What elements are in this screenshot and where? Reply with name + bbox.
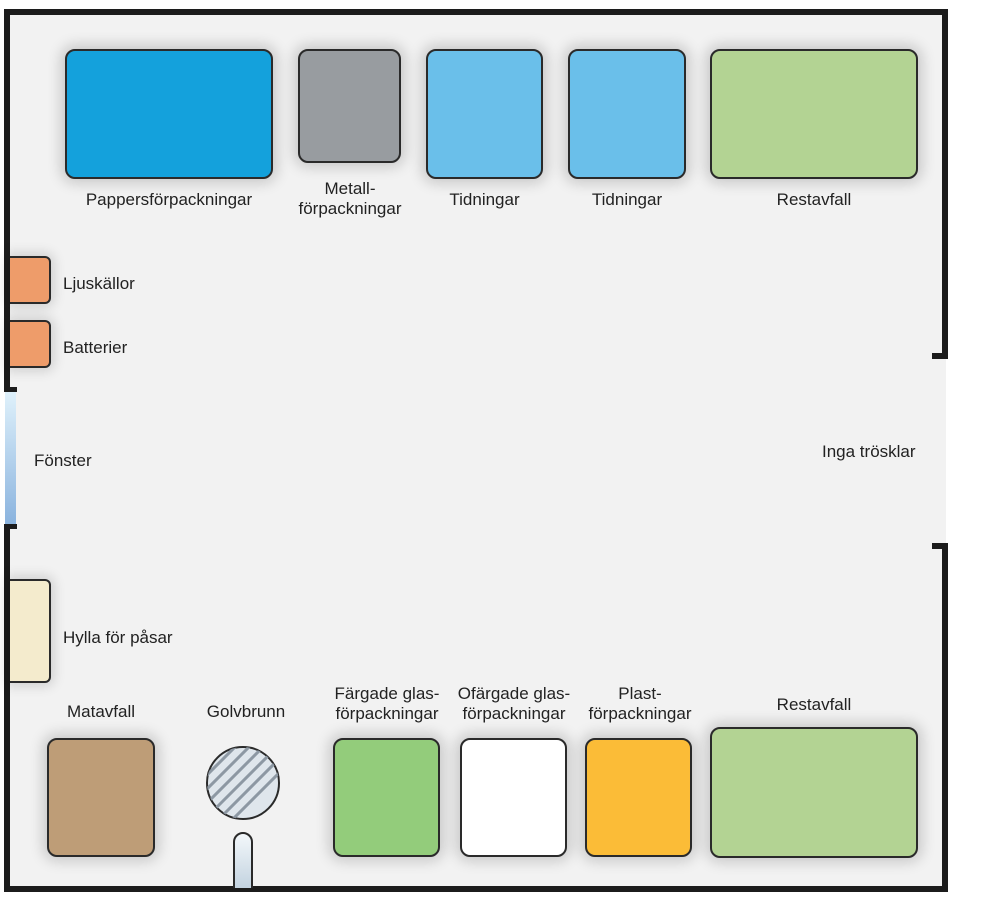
floor-drain-icon	[206, 746, 280, 888]
bin-plastic	[585, 738, 692, 857]
label-food-waste: Matavfall	[66, 702, 136, 721]
label-plastic: Plast- förpackningar	[570, 684, 710, 724]
wall-right-upper	[942, 9, 948, 359]
label-newspapers-1: Tidningar	[449, 190, 520, 209]
label-clear-glass-line2: förpackningar	[462, 704, 566, 723]
window	[5, 392, 16, 524]
label-batteries: Batterier	[63, 338, 128, 357]
bag-shelf	[10, 579, 51, 683]
label-light-sources: Ljuskällor	[63, 274, 135, 293]
label-no-thresholds: Inga trösklar	[822, 442, 916, 461]
label-colored-glass: Färgade glas- förpackningar	[318, 684, 456, 724]
bin-food-waste	[47, 738, 155, 857]
wall-left-lower-stub	[4, 524, 17, 529]
wall-bottom	[4, 886, 948, 892]
label-residual-top: Restavfall	[776, 190, 852, 209]
label-bag-shelf: Hylla för påsar	[63, 628, 173, 647]
bin-light-sources	[10, 256, 51, 304]
label-floor-drain: Golvbrunn	[206, 702, 286, 721]
wall-right-lower	[942, 543, 948, 892]
label-metal-line2: förpackningar	[298, 199, 402, 218]
bin-metal-packaging	[298, 49, 401, 163]
bin-batteries	[10, 320, 51, 368]
label-plastic-line1: Plast-	[618, 684, 662, 703]
label-colored-glass-line2: förpackningar	[335, 704, 439, 723]
bin-residual-bottom	[710, 727, 918, 858]
label-newspapers-2: Tidningar	[591, 190, 663, 209]
bin-paper-packaging	[65, 49, 273, 179]
label-plastic-line2: förpackningar	[588, 704, 692, 723]
bin-residual-top	[710, 49, 918, 179]
wall-right-upper-stub	[932, 353, 948, 359]
label-colored-glass-line1: Färgade glas-	[334, 684, 440, 703]
bin-colored-glass	[333, 738, 440, 857]
bin-clear-glass	[460, 738, 567, 857]
label-paper-packaging: Pappersförpackningar	[85, 190, 253, 209]
label-metal-line1: Metall-	[324, 179, 376, 198]
wall-right-lower-stub	[932, 543, 948, 549]
bin-newspapers-1	[426, 49, 543, 179]
wall-left-lower	[4, 524, 10, 892]
label-clear-glass-line1: Ofärgade glas-	[457, 684, 571, 703]
wall-top	[4, 9, 948, 15]
label-window: Fönster	[34, 451, 92, 470]
label-metal-packaging: Metall- förpackningar	[280, 179, 420, 219]
label-clear-glass: Ofärgade glas- förpackningar	[444, 684, 584, 724]
wall-left-upper	[4, 9, 10, 392]
wall-left-upper-stub	[4, 387, 17, 392]
bin-newspapers-2	[568, 49, 686, 179]
label-residual-bottom: Restavfall	[776, 695, 852, 714]
